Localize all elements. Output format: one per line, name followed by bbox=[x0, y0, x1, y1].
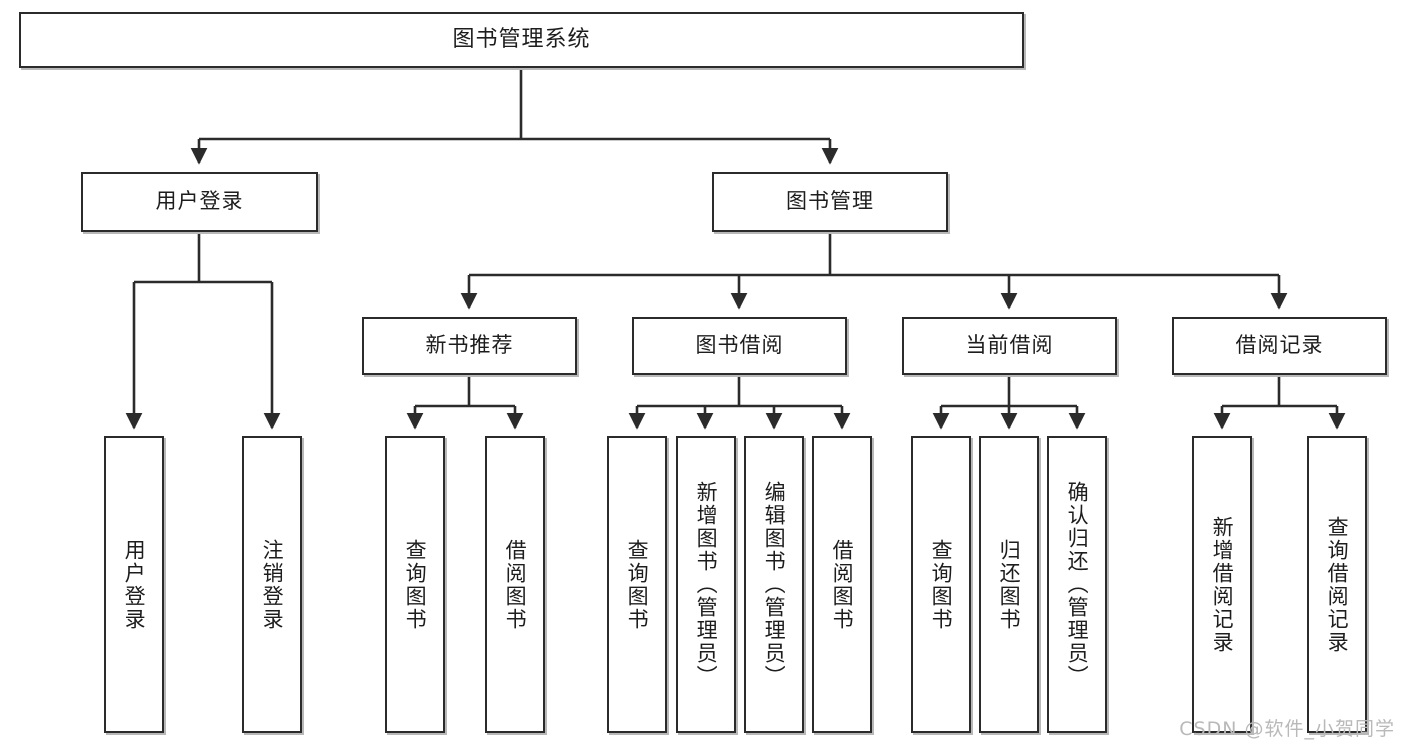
leaf-query-book-borrow[interactable]: 查询图书 bbox=[607, 436, 667, 733]
node-label: 图书管理系统 bbox=[452, 26, 591, 52]
node-label: 查询图书 bbox=[929, 538, 954, 631]
node-label: 注销登录 bbox=[260, 538, 285, 631]
node-label: 借阅图书 bbox=[830, 538, 855, 631]
node-root-book-management-system[interactable]: 图书管理系统 bbox=[19, 12, 1024, 68]
leaf-borrow-book[interactable]: 借阅图书 bbox=[812, 436, 872, 733]
leaf-confirm-return-admin[interactable]: 确认归还（管理员） bbox=[1047, 436, 1107, 733]
node-label: 图书管理 bbox=[786, 189, 874, 214]
leaf-query-book-current[interactable]: 查询图书 bbox=[911, 436, 971, 733]
watermark-text: CSDN @软件_小贺同学 bbox=[1179, 718, 1395, 740]
node-label: 编辑图书（管理员） bbox=[762, 481, 787, 688]
leaf-query-book-recommend[interactable]: 查询图书 bbox=[385, 436, 445, 733]
leaf-logout-login[interactable]: 注销登录 bbox=[242, 436, 302, 733]
node-borrow-record[interactable]: 借阅记录 bbox=[1172, 317, 1387, 375]
node-label: 借阅图书 bbox=[503, 538, 528, 631]
node-book-borrow[interactable]: 图书借阅 bbox=[632, 317, 847, 375]
node-label: 用户登录 bbox=[122, 538, 147, 631]
leaf-add-borrow-record[interactable]: 新增借阅记录 bbox=[1192, 436, 1252, 733]
node-label: 新增借阅记录 bbox=[1210, 515, 1235, 654]
node-label: 查询图书 bbox=[403, 538, 428, 631]
node-new-book-recommend[interactable]: 新书推荐 bbox=[362, 317, 577, 375]
node-label: 新增图书（管理员） bbox=[694, 481, 719, 688]
leaf-return-book[interactable]: 归还图书 bbox=[979, 436, 1039, 733]
node-label: 借阅记录 bbox=[1235, 333, 1324, 358]
node-label: 查询图书 bbox=[625, 538, 650, 631]
node-label: 确认归还（管理员） bbox=[1065, 481, 1090, 688]
node-current-borrow[interactable]: 当前借阅 bbox=[902, 317, 1117, 375]
node-label: 查询借阅记录 bbox=[1325, 515, 1350, 654]
node-user-login[interactable]: 用户登录 bbox=[81, 172, 318, 232]
node-label: 归还图书 bbox=[997, 538, 1022, 631]
node-label: 新书推荐 bbox=[425, 333, 514, 358]
node-label: 用户登录 bbox=[155, 189, 244, 214]
leaf-edit-book-admin[interactable]: 编辑图书（管理员） bbox=[744, 436, 804, 733]
leaf-query-borrow-record[interactable]: 查询借阅记录 bbox=[1307, 436, 1367, 733]
node-book-management[interactable]: 图书管理 bbox=[712, 172, 948, 232]
leaf-borrow-book-recommend[interactable]: 借阅图书 bbox=[485, 436, 545, 733]
node-label: 图书借阅 bbox=[695, 333, 784, 358]
node-label: 当前借阅 bbox=[965, 333, 1054, 358]
leaf-add-book-admin[interactable]: 新增图书（管理员） bbox=[676, 436, 736, 733]
leaf-user-login[interactable]: 用户登录 bbox=[104, 436, 164, 733]
